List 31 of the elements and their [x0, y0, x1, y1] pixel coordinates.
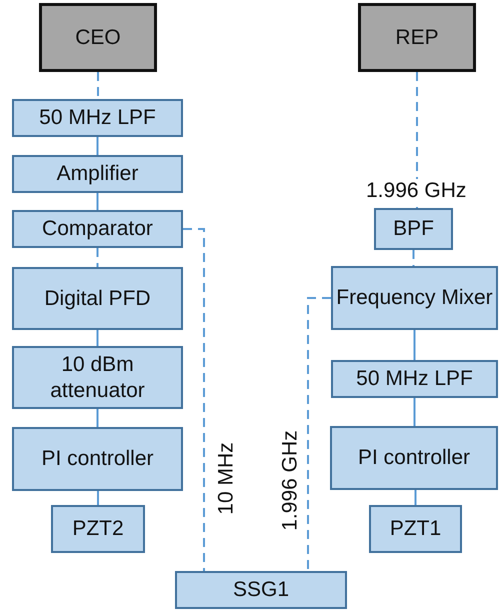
source-box: CEO — [39, 3, 157, 72]
process-box: PZT1 — [369, 505, 462, 553]
connector-line — [96, 193, 98, 210]
connector-line — [183, 228, 205, 571]
edge-label: 1.996 GHz — [278, 430, 302, 530]
edge-label: 1.996 GHz — [366, 178, 466, 202]
process-box: 10 dBm attenuator — [12, 346, 183, 409]
connector-line — [97, 491, 99, 505]
connector-line — [96, 137, 98, 155]
process-box: Amplifier — [12, 155, 183, 193]
connector-line — [96, 330, 98, 346]
edge-label: 10 MHz — [214, 442, 238, 514]
connector-line — [414, 490, 416, 505]
process-box: Frequency Mixer — [331, 266, 498, 330]
connector-line — [412, 250, 414, 266]
process-box: Comparator — [12, 210, 183, 248]
source-box: REP — [358, 3, 476, 72]
process-box: BPF — [374, 208, 453, 250]
process-box: 50 MHz LPF — [12, 99, 183, 137]
process-box: PI controller — [12, 427, 183, 491]
process-box: PI controller — [330, 426, 498, 490]
connector-line — [414, 330, 416, 360]
connector-line — [414, 398, 416, 426]
connector-line — [96, 409, 98, 427]
connector-line — [96, 248, 98, 267]
process-box: 50 MHz LPF — [331, 360, 498, 398]
process-box: Digital PFD — [12, 267, 183, 330]
process-box: PZT2 — [51, 505, 145, 553]
connector-line — [307, 297, 331, 571]
process-box: SSG1 — [175, 571, 347, 609]
connector-line — [97, 72, 99, 99]
